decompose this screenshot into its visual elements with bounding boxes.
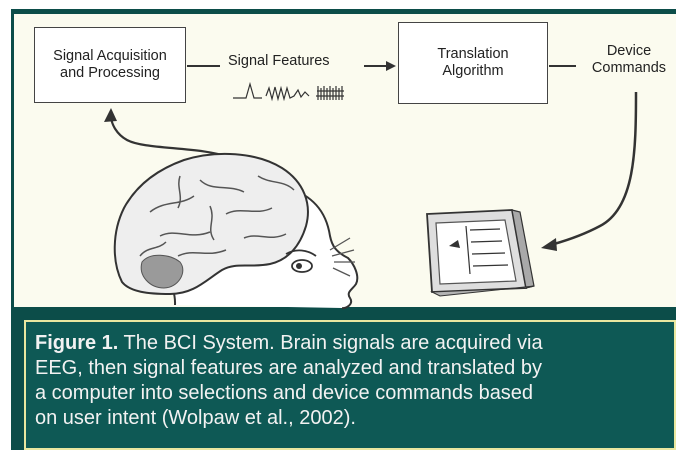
signal-waveform-icon [233,81,344,102]
caption-figure-number: Figure 1. [35,332,119,354]
monitor-icon [426,209,535,297]
figure-caption: Figure 1. The BCI System. Brain signals … [24,320,676,450]
caption-paragraph: Figure 1. The BCI System. Brain signals … [35,331,675,431]
device-command-arrow [541,91,638,251]
signal-acquisition-block: Signal Acquisition and Processing [34,27,186,103]
arrow-features-translation [364,61,396,71]
caption-body: The BCI System. Brain signals are acquir… [35,332,543,429]
signal-features-label: Signal Features [228,53,330,69]
device-commands-label: Device Commands [591,43,667,76]
feedback-arrow [104,108,233,160]
brain-head-icon [113,152,359,310]
translation-algorithm-block: Translation Algorithm [398,22,548,104]
